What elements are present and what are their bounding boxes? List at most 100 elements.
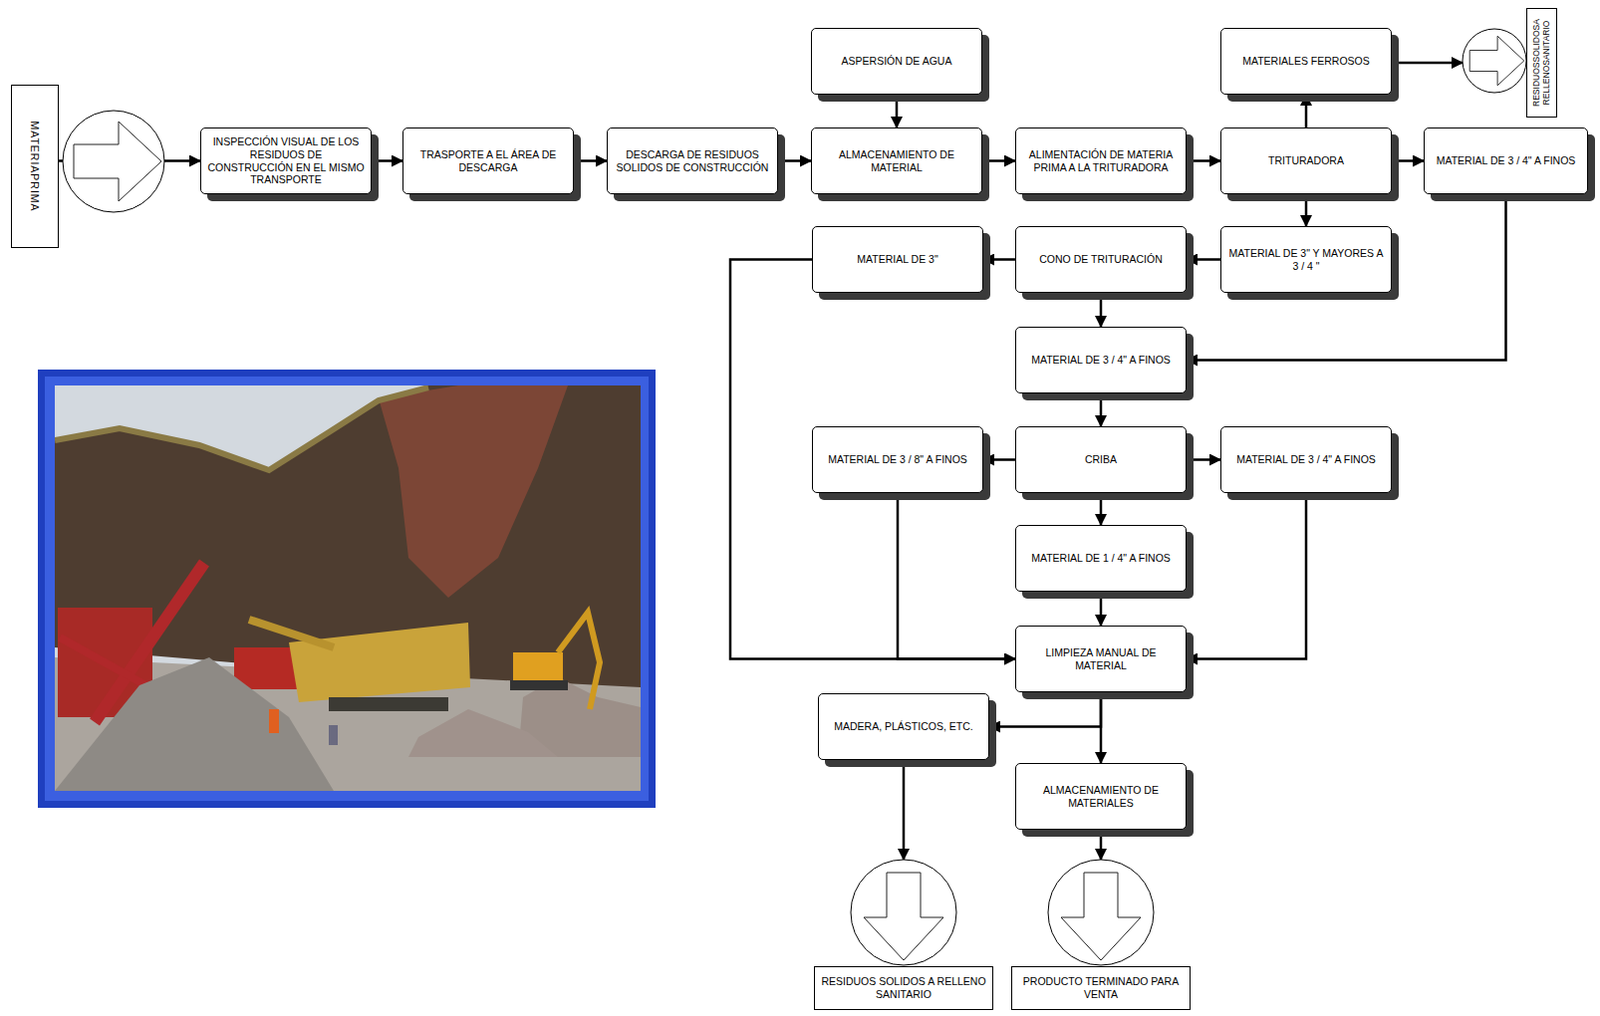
box-label: MADERA, PLÁSTICOS, ETC. xyxy=(827,720,979,734)
flow-arrow xyxy=(1186,159,1221,163)
box-label: CRIBA xyxy=(1078,453,1123,467)
flow-arrow xyxy=(1099,292,1103,327)
box-label: ASPERSIÓN DE AGUA xyxy=(835,54,959,68)
process-box: MATERIAL DE 1 / 4" A FINOS xyxy=(1015,525,1187,592)
box-label: MATERIAL DE 3 / 8" A FINOS xyxy=(821,453,974,467)
box-label: MATERIAL DE 3" Y MAYORES A 3 / 4 " xyxy=(1221,247,1391,272)
box-label: MATERIAL DE 3 / 4" A FINOS xyxy=(1230,453,1382,467)
flow-arrow xyxy=(983,458,1016,462)
process-box: ALMACENAMIENTO DE MATERIAL xyxy=(810,127,983,195)
grass-ridge xyxy=(54,387,429,471)
box-label: MATERIAL DE 3" xyxy=(850,253,944,267)
circle-outline xyxy=(850,859,957,966)
terminal-box: RESIDUOSSOLIDOSA RELLENOSANITARIO xyxy=(1526,7,1558,118)
terminal-box: PRODUCTO TERMINADO PARA VENTA xyxy=(1011,966,1191,1011)
flow-arrow xyxy=(573,159,607,163)
process-box: CONO DE TRITURACIÓN xyxy=(1015,226,1187,293)
flow-arrow xyxy=(902,760,906,860)
crusher-track xyxy=(328,697,449,712)
photo-frame-inner xyxy=(44,376,649,801)
flow-arrow xyxy=(1391,61,1463,65)
flow-arrow xyxy=(982,159,1016,163)
flow-arrow xyxy=(895,94,899,128)
process-box: MADERA, PLÁSTICOS, ETC. xyxy=(817,693,990,761)
flow-arrow xyxy=(1099,393,1103,427)
output-circle xyxy=(1048,859,1154,966)
flow-arrow xyxy=(1305,94,1309,128)
flow-arrow xyxy=(1099,692,1103,764)
flow-arrow xyxy=(1391,159,1424,163)
process-box: MATERIAL DE 3 / 4" A FINOS xyxy=(1423,127,1589,195)
flow-arrow xyxy=(730,260,1016,660)
gravel-pile xyxy=(54,657,334,792)
box-label: PRODUCTO TERMINADO PARA VENTA xyxy=(1012,975,1190,1001)
box-label: LIMPIEZA MANUAL DE MATERIAL xyxy=(1016,646,1186,672)
flow-arrow xyxy=(1305,194,1309,227)
flow-arrow xyxy=(1186,194,1507,361)
box-label: TRASPORTE A EL ÁREA DE DESCARGA xyxy=(403,148,573,174)
sky xyxy=(54,385,641,792)
vertical-label: RESIDUOSSOLIDOSA RELLENOSANITARIO xyxy=(1532,11,1553,114)
block-arrow xyxy=(1061,872,1141,961)
box-label: ALMACENAMIENTO DE MATERIAL xyxy=(811,148,982,174)
worker xyxy=(328,725,338,746)
flow-arrow xyxy=(983,258,1016,262)
flow-arrow xyxy=(1186,493,1307,660)
worker xyxy=(268,709,279,734)
process-box: TRITURADORA xyxy=(1220,127,1392,195)
box-label: TRITURADORA xyxy=(1262,154,1350,168)
flow-arrow xyxy=(989,692,1101,728)
process-box: ALIMENTACIÓN DE MATERIA PRIMA A LA TRITU… xyxy=(1015,127,1187,195)
process-box: ASPERSIÓN DE AGUA xyxy=(810,27,983,95)
photo-frame xyxy=(37,369,656,808)
flow-arrow xyxy=(371,159,403,163)
process-box: CRIBA xyxy=(1015,426,1187,494)
input-circle xyxy=(62,110,165,213)
excavator-track xyxy=(510,680,568,691)
box-label: ALIMENTACIÓN DE MATERIA PRIMA A LA TRITU… xyxy=(1016,148,1186,174)
vertical-label: MATERIAPRIMA xyxy=(28,88,41,245)
circle-outline xyxy=(1462,28,1527,93)
crusher xyxy=(288,622,471,703)
flow-arrow xyxy=(778,159,811,163)
circle-outline xyxy=(62,110,165,213)
terminal-box: RESIDUOS SOLIDOS A RELLENO SANITARIO xyxy=(813,966,994,1011)
box-label: ALMACENAMIENTO DE MATERIALES xyxy=(1016,784,1186,809)
quarry-photo xyxy=(37,369,656,808)
flow-arrow xyxy=(1099,493,1103,526)
crusher-conveyor xyxy=(249,619,334,648)
process-box: MATERIAL DE 3" xyxy=(811,226,984,293)
flow-arrow xyxy=(1186,458,1221,462)
box-label: MATERIAL DE 3 / 4" A FINOS xyxy=(1430,154,1583,168)
flow-arrow xyxy=(1099,829,1103,860)
flow-arrow xyxy=(1186,258,1221,262)
circle-outline xyxy=(1048,859,1154,966)
box-label: MATERIAL DE 1 / 4" A FINOS xyxy=(1025,551,1177,565)
output-circle xyxy=(1462,28,1527,93)
process-box: DESCARGA DE RESIDUOS SOLIDOS DE CONSTRUC… xyxy=(606,127,779,195)
block-arrow xyxy=(863,872,944,961)
box-label: RESIDUOS SOLIDOS A RELLENO SANITARIO xyxy=(814,975,993,1001)
block-arrow xyxy=(1469,35,1525,86)
excavator-body xyxy=(513,652,563,681)
process-box: LIMPIEZA MANUAL DE MATERIAL xyxy=(1015,625,1187,693)
process-box: MATERIAL DE 3 / 8" A FINOS xyxy=(811,426,984,494)
excavator-arm xyxy=(557,612,600,710)
terminal-box: MATERIAPRIMA xyxy=(10,84,59,249)
flow-arrow xyxy=(897,493,1016,660)
process-box: MATERIAL DE 3 / 4" A FINOS xyxy=(1015,326,1187,394)
box-label: CONO DE TRITURACIÓN xyxy=(1033,253,1168,267)
red-rock xyxy=(378,385,568,598)
output-circle xyxy=(850,859,957,966)
process-box: MATERIAL DE 3 / 4" A FINOS xyxy=(1220,426,1392,494)
process-box: MATERIALES FERROSOS xyxy=(1220,27,1392,95)
process-box: TRASPORTE A EL ÁREA DE DESCARGA xyxy=(402,127,574,195)
box-label: INSPECCIÓN VISUAL DE LOS RESIDUOS DE CON… xyxy=(201,135,371,186)
block-arrow xyxy=(73,121,162,202)
box-label: MATERIAL DE 3 / 4" A FINOS xyxy=(1025,353,1177,367)
gravel-pile xyxy=(408,709,558,758)
process-box: ALMACENAMIENTO DE MATERIALES xyxy=(1015,763,1187,830)
process-box: INSPECCIÓN VISUAL DE LOS RESIDUOS DE CON… xyxy=(200,127,372,195)
process-box: MATERIAL DE 3" Y MAYORES A 3 / 4 " xyxy=(1220,226,1392,293)
